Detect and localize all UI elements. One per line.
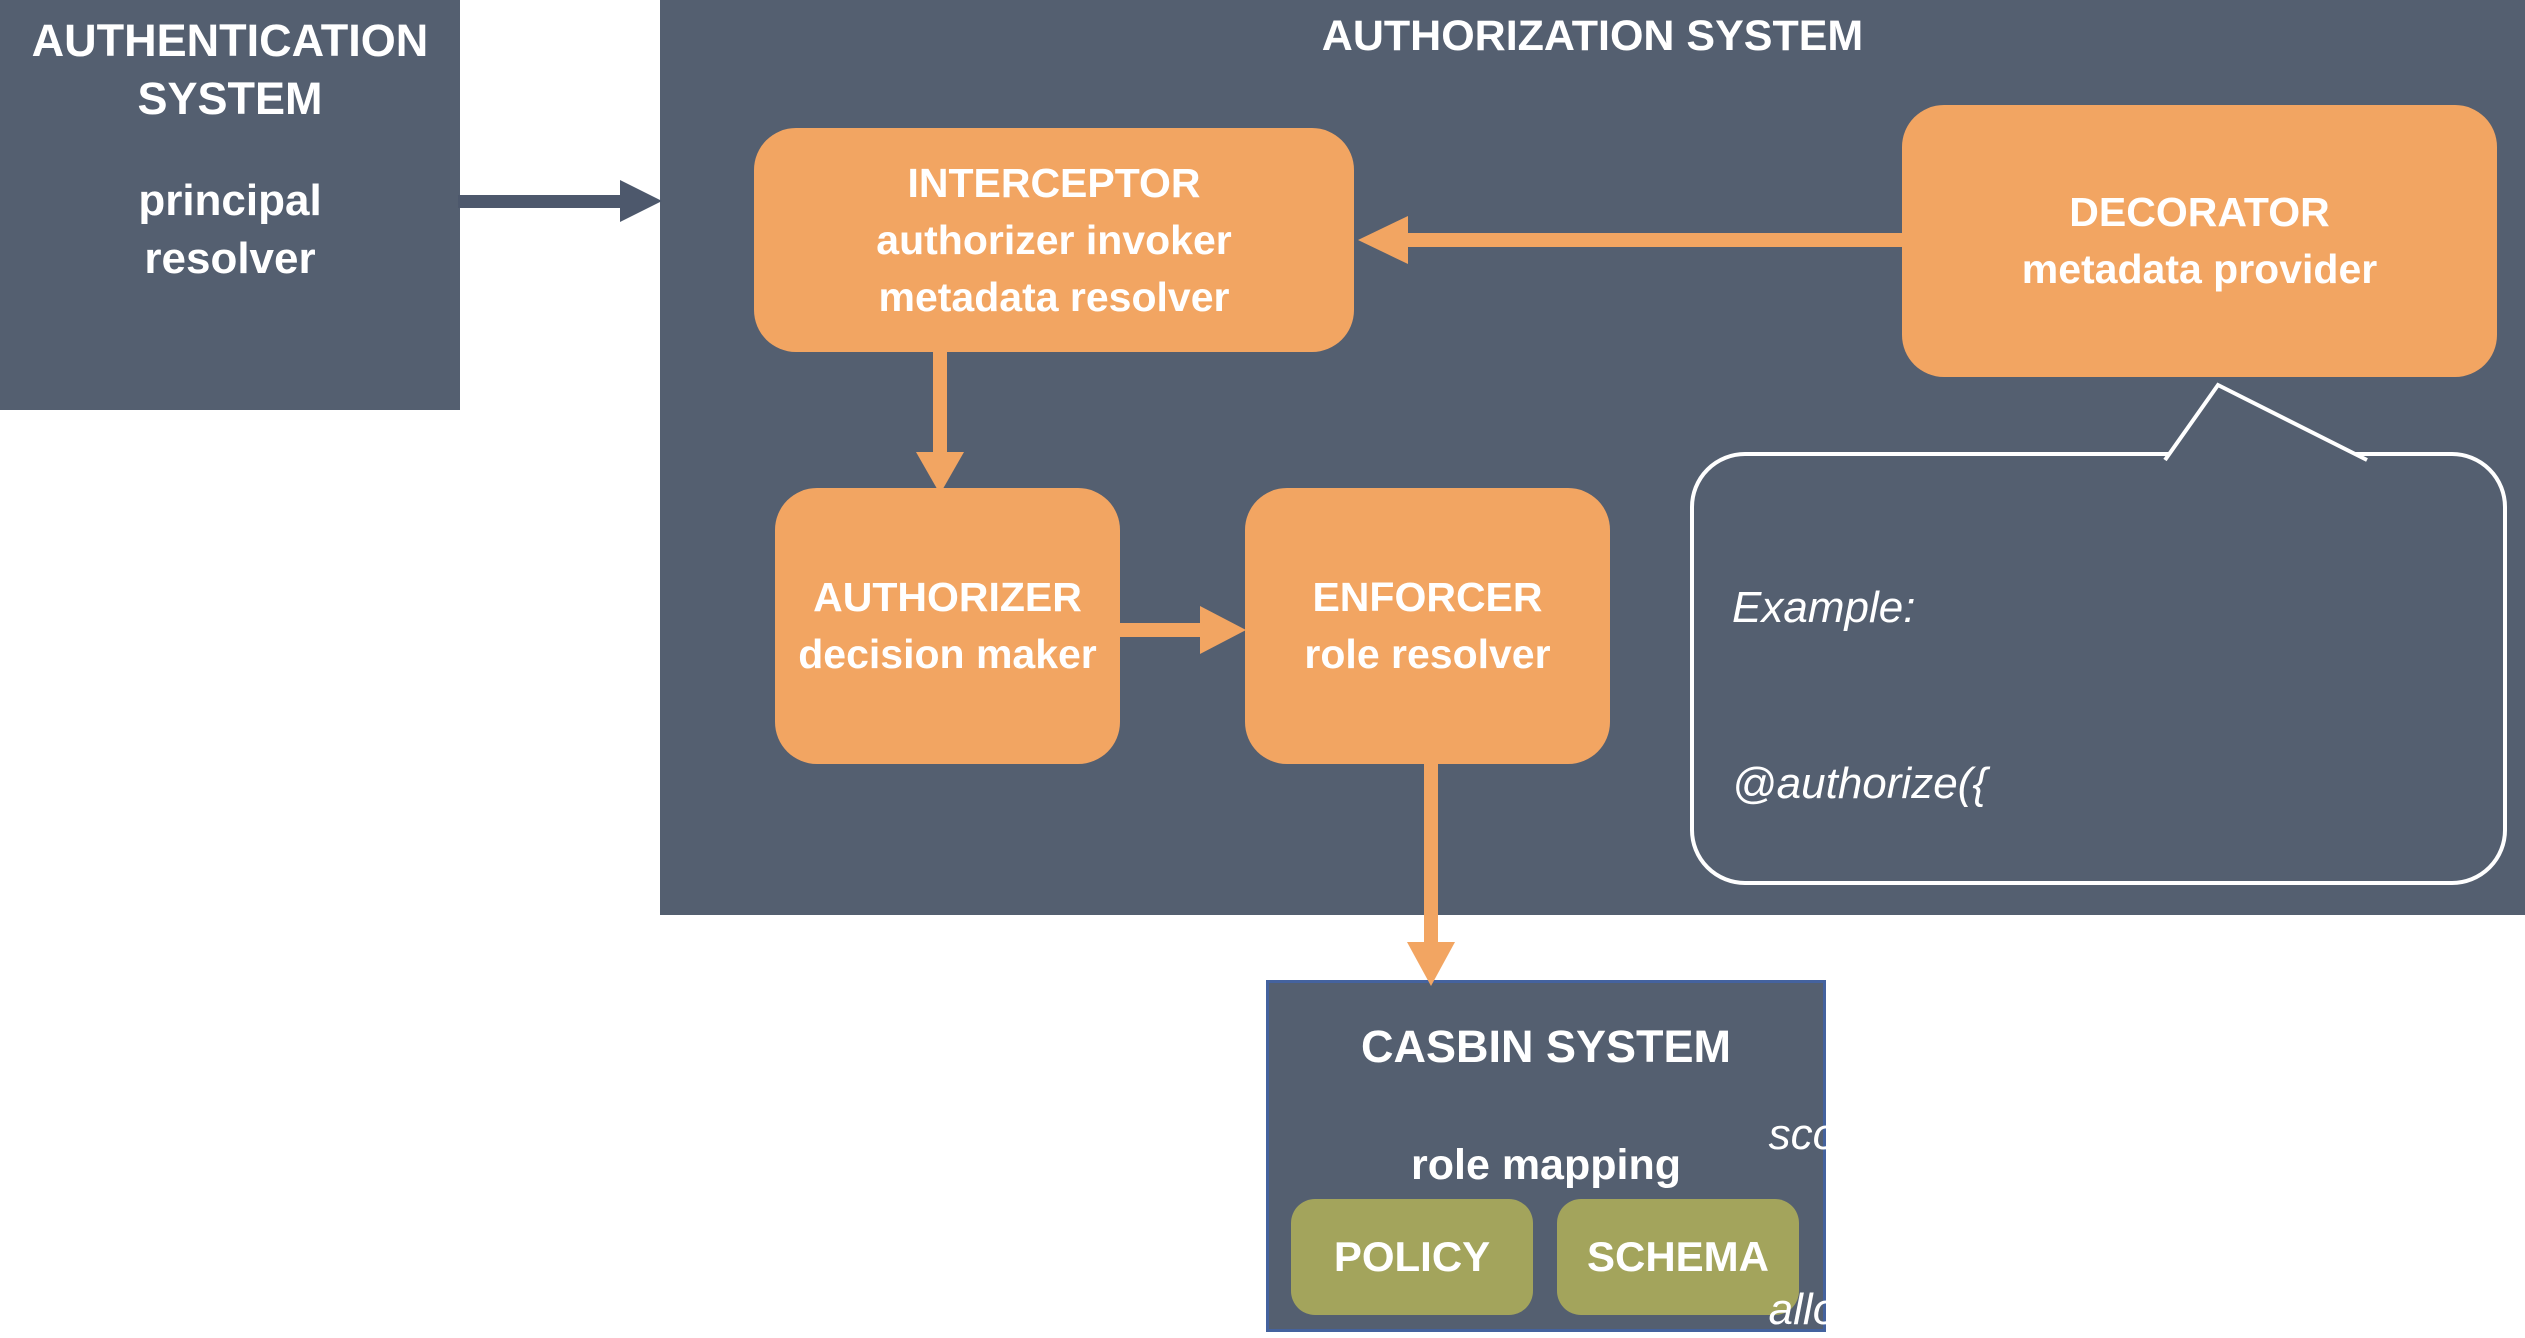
callout-pointer — [2163, 382, 2368, 462]
policy-label: POLICY — [1333, 1233, 1491, 1280]
code-line: resource: `${RESOURCE_NAME}*`, — [1732, 934, 2478, 983]
schema-box: SCHEMA — [1557, 1199, 1799, 1315]
enforcer-to-casbin-arrow-shaft — [1424, 764, 1438, 944]
code-line: allowedRoles: ['admin'], — [1732, 1285, 2229, 1334]
principal-resolver-label: principal resolver — [138, 176, 322, 283]
authorization-system-title: AUTHORIZATION SYSTEM — [1321, 12, 1864, 60]
decorator-to-interceptor-arrow-shaft — [1408, 233, 1902, 247]
decorator-to-interceptor-arrow-head — [1358, 216, 1408, 264]
authorizer-box: AUTHORIZER decision maker — [775, 488, 1120, 764]
authentication-system-title: AUTHENTICATION SYSTEM — [31, 15, 429, 124]
authorizer-title: AUTHORIZER — [813, 574, 1082, 620]
code-example-text: Example: @authorize({ resource: `${RESOU… — [1732, 462, 2478, 1338]
interceptor-to-authorizer-arrow-head — [916, 452, 964, 494]
auth-to-interceptor-arrow-head — [620, 180, 662, 222]
interceptor-subtitle-1: authorizer invoker — [876, 216, 1232, 263]
auth-to-interceptor-arrow-shaft — [458, 195, 624, 208]
interceptor-to-authorizer-arrow-shaft — [933, 352, 947, 454]
decorator-title: DECORATOR — [2069, 189, 2330, 235]
policy-box: POLICY — [1291, 1199, 1533, 1315]
casbin-system-box: CASBIN SYSTEM role mapping POLICY SCHEMA — [1266, 980, 1826, 1332]
enforcer-subtitle: role resolver — [1304, 631, 1551, 677]
enforcer-title: ENFORCER — [1312, 574, 1543, 620]
code-line: scopes: ['view-all'], — [1732, 1109, 2133, 1159]
schema-label: SCHEMA — [1586, 1233, 1769, 1280]
authorizer-to-enforcer-arrow-shaft — [1120, 623, 1202, 637]
interceptor-title: INTERCEPTOR — [907, 159, 1201, 206]
casbin-system-title: CASBIN SYSTEM — [1360, 1021, 1732, 1072]
code-line: Example: — [1732, 583, 1916, 632]
decorator-box: DECORATOR metadata provider — [1902, 105, 2497, 377]
code-line: @authorize({ — [1732, 758, 1988, 808]
authorizer-to-enforcer-arrow-head — [1200, 606, 1246, 654]
enforcer-box: ENFORCER role resolver — [1245, 488, 1610, 764]
authorizer-subtitle: decision maker — [798, 631, 1097, 677]
authentication-system-box: AUTHENTICATION SYSTEM principal resolver — [0, 0, 460, 410]
role-mapping-label: role mapping — [1411, 1141, 1681, 1189]
interceptor-box: INTERCEPTOR authorizer invoker metadata … — [754, 128, 1354, 352]
interceptor-subtitle-2: metadata resolver — [878, 273, 1230, 320]
enforcer-to-casbin-arrow-head — [1407, 942, 1455, 986]
decorator-subtitle: metadata provider — [2021, 246, 2378, 292]
code-example-callout — [1690, 452, 2507, 885]
